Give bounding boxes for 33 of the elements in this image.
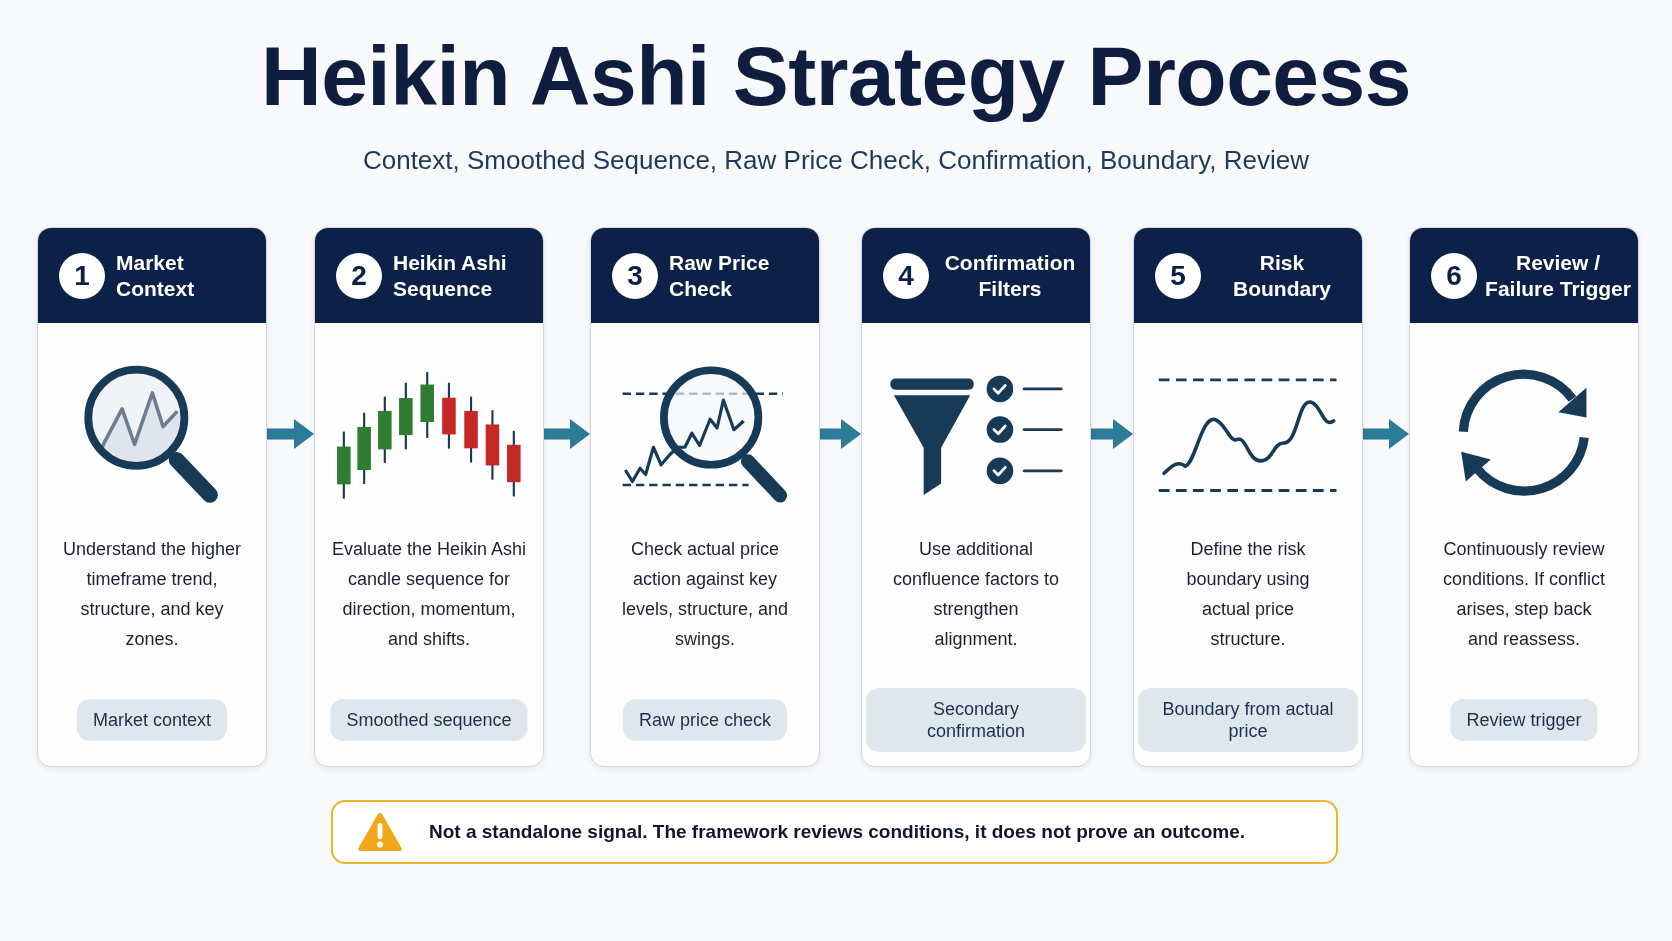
step-title: Risk Boundary: [1232, 249, 1332, 302]
title: Heikin Ashi Strategy Process: [261, 28, 1411, 124]
arrow: [1363, 419, 1409, 449]
step-card: [590, 227, 820, 767]
step-card: [1409, 227, 1639, 767]
step-description: Understand the higher timeframe trend, structure, and key zones.: [61, 538, 243, 651]
step-tag: Raw price check: [623, 699, 787, 741]
step-tag: Secondary confirmation: [866, 688, 1086, 752]
subtitle: Context, Smoothed Sequence, Raw Price Check, Confirmation, Boundary, Review: [362, 144, 1310, 177]
step-card: [314, 227, 544, 767]
step-tag: Review trigger: [1450, 699, 1598, 741]
arrow: [1091, 419, 1133, 449]
arrow: [544, 419, 590, 449]
step-tag: Market context: [77, 699, 227, 741]
step-card: [37, 227, 267, 767]
step-description: Use additional confluence factors to strengthen alignment.: [891, 538, 1061, 651]
step-description: Check actual price action against key levels, structure, and swings.: [620, 538, 790, 651]
step-title: Heikin Ashi Sequence: [393, 249, 508, 302]
step-card: [1133, 227, 1363, 767]
step-card: [861, 227, 1091, 767]
disclaimer-text: Not a standalone signal. The framework reviews conditions, it does not prove an outcome.: [429, 820, 1246, 844]
step-tag: Boundary from actual price: [1138, 688, 1358, 752]
step-title: Review / Failure Trigger: [1484, 249, 1632, 302]
step-description: Evaluate the Heikin Ashi candle sequence for direction, momentum, and shifts.: [330, 538, 528, 651]
step-tag: Smoothed sequence: [330, 699, 528, 741]
arrow: [267, 419, 314, 449]
step-title: Confirmation Filters: [943, 249, 1077, 302]
step-title: Raw Price Check: [669, 249, 771, 302]
step-description: Define the risk boundary using actual price structure.: [1185, 538, 1311, 651]
warning-banner: [331, 800, 1338, 864]
step-description: Continuously review conditions. If conflict arises, step back and reassess.: [1441, 538, 1607, 651]
step-title: Market Context: [116, 249, 196, 302]
arrow: [820, 419, 861, 449]
